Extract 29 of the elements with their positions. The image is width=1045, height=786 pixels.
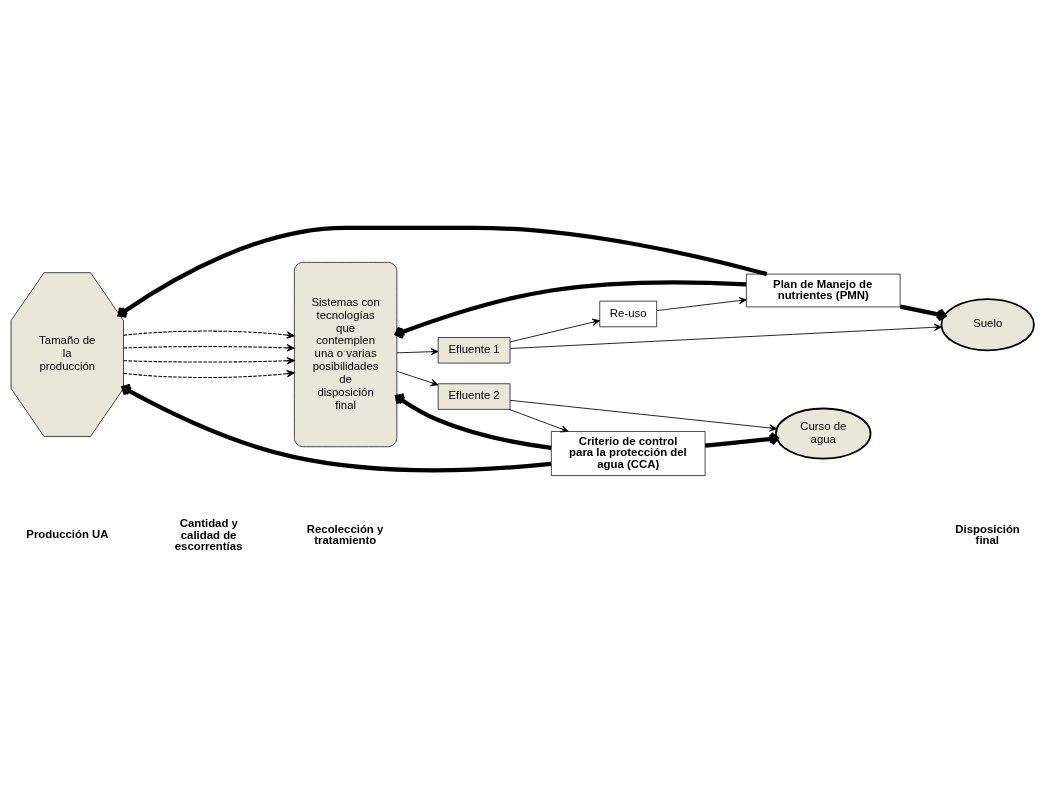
node-ellipse: Curso de agua xyxy=(775,407,872,460)
label: Cantidad y calidad de escorrentías xyxy=(174,517,243,553)
node-box: Re-uso xyxy=(599,300,658,328)
arrow xyxy=(509,323,942,349)
arrow xyxy=(394,393,552,450)
label: Disposición final xyxy=(955,523,1020,547)
node-box: Criterio de control para la protección del agua (CCA) xyxy=(550,431,706,476)
arrow xyxy=(396,370,439,387)
arrow xyxy=(509,399,778,432)
node-ellipse: Suelo xyxy=(940,298,1035,352)
arrow xyxy=(123,344,295,352)
node-box: Plan de Manejo de nutrientes (PMN) xyxy=(746,273,901,308)
arrow xyxy=(656,297,747,311)
label: Producción UA xyxy=(26,528,109,541)
arrow xyxy=(396,348,439,356)
arrow xyxy=(123,330,295,339)
arrow xyxy=(508,409,569,433)
arrow xyxy=(899,304,947,322)
arrow xyxy=(509,318,601,343)
arrow xyxy=(123,357,295,365)
arrow xyxy=(123,369,295,379)
label: Recolección y tratamiento xyxy=(306,523,384,547)
node-box: Efluente 2 xyxy=(437,383,511,410)
node-box: Sistemas con tecnologías que contemplen una o varias posibilidades de disposición final xyxy=(294,262,398,448)
arrow xyxy=(121,383,552,473)
arrow xyxy=(704,431,779,448)
arrow xyxy=(394,280,747,339)
node-box: Efluente 1 xyxy=(437,337,511,364)
arrow xyxy=(117,225,768,318)
